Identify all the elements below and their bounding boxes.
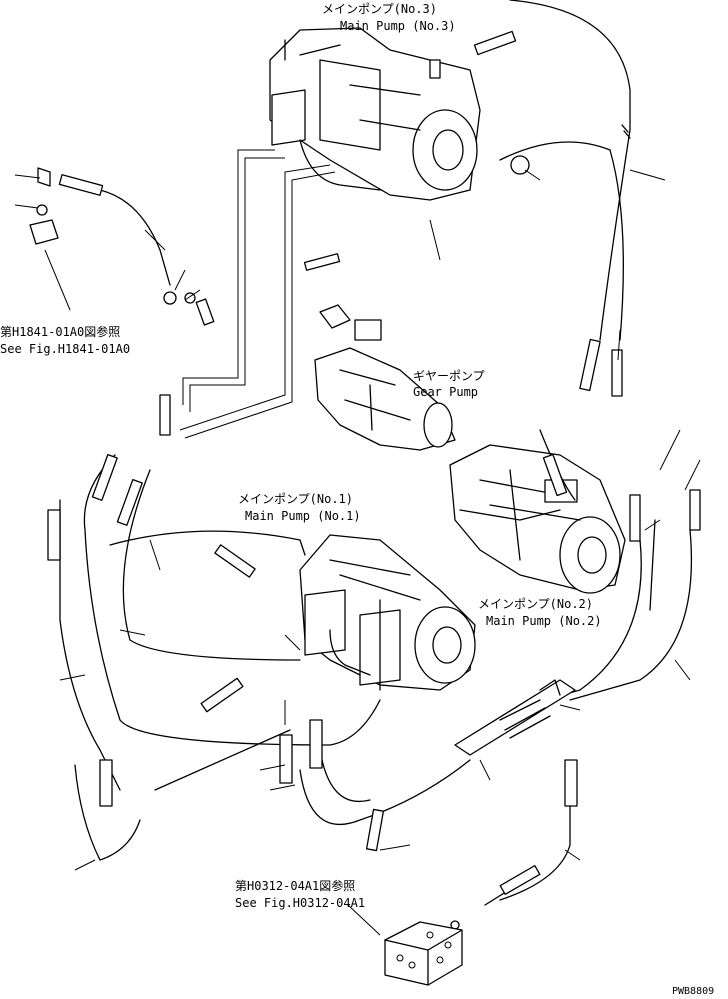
pump3-label-en: Main Pump (No.3)	[340, 19, 456, 33]
pump1-label-jp: メインポンプ(No.1)	[238, 492, 353, 506]
hose-lines	[59, 0, 693, 906]
main-pump-no1	[299, 534, 476, 691]
pump2-label-jp: メインポンプ(No.2)	[478, 597, 593, 611]
reference-note-2-en: See Fig.H0312-04A1	[235, 896, 365, 910]
reference-note-2-jp: 第H0312-04A1図参照	[235, 878, 355, 893]
leader-lines	[14, 169, 701, 936]
main-pump-no2	[449, 444, 626, 594]
gear-pump-label-en: Gear Pump	[413, 385, 478, 399]
pump2-label-en: Main Pump (No.2)	[486, 614, 602, 628]
valve-block	[384, 921, 463, 986]
pump3-label-jp: メインポンプ(No.3)	[322, 2, 437, 16]
reference-note-1-en: See Fig.H1841-01A0	[0, 342, 130, 356]
gear-pump	[314, 304, 456, 451]
main-pump-no3	[269, 27, 481, 201]
drawing-number: PWB8809	[672, 986, 714, 997]
pump1-label-en: Main Pump (No.1)	[245, 509, 361, 523]
fittings	[29, 30, 701, 930]
reference-note-1-jp: 第H1841-01A0図参照	[0, 324, 120, 339]
gear-pump-label-jp: ギヤーポンプ	[413, 369, 485, 383]
